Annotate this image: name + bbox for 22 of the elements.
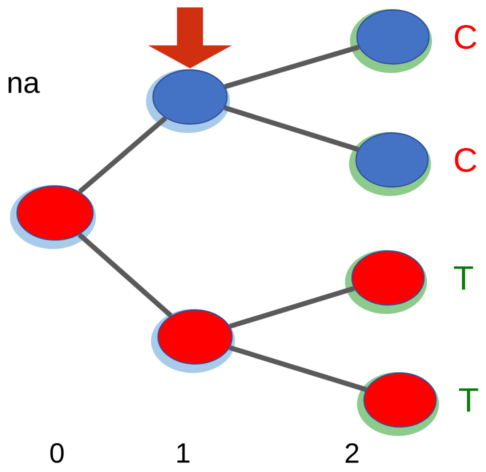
branch-line — [224, 105, 359, 152]
branch-line — [78, 116, 168, 194]
branch-line — [228, 286, 355, 329]
tree-node — [357, 372, 439, 436]
tree-node — [10, 184, 96, 249]
tree-node — [350, 9, 432, 73]
leaf-label: C — [454, 25, 476, 49]
pointer-arrow — [148, 7, 232, 68]
tree-node — [349, 132, 431, 196]
level-number: 0 — [50, 443, 64, 463]
tree-node — [345, 250, 427, 314]
branch-line — [228, 345, 367, 392]
tree-node — [146, 68, 230, 133]
tree-node — [151, 308, 235, 373]
leaf-label: T — [454, 266, 474, 290]
branch-line — [224, 44, 360, 90]
side-text: na — [8, 76, 40, 94]
branch-line — [78, 232, 173, 318]
level-number: 2 — [346, 443, 358, 463]
leaf-label: C — [454, 148, 476, 172]
leaf-label: T — [458, 388, 478, 412]
level-number: 1 — [177, 443, 190, 463]
